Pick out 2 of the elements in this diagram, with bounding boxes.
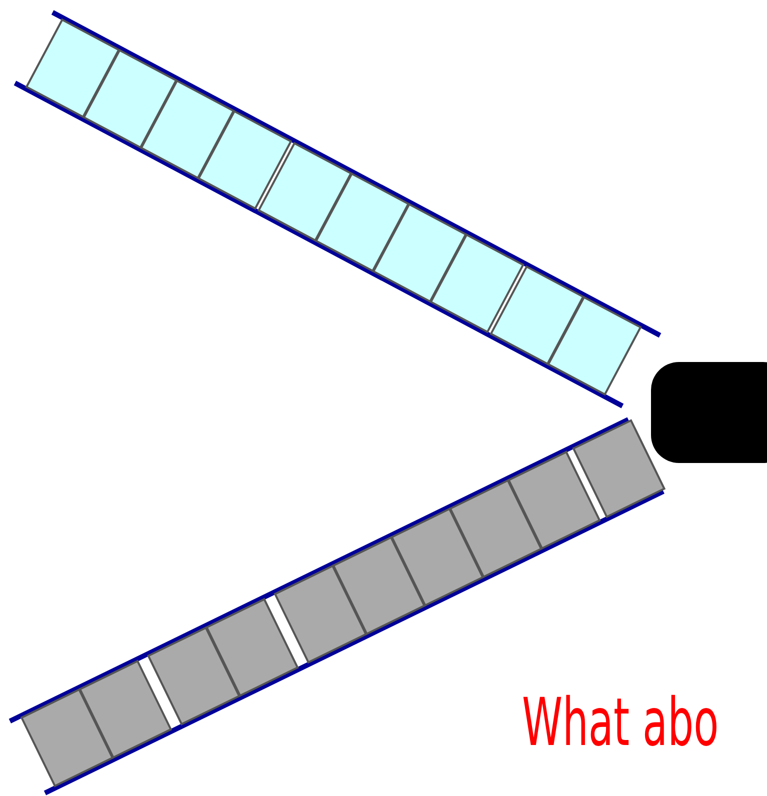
heading-text: What abo — [522, 690, 719, 756]
rounded-block — [651, 362, 767, 463]
